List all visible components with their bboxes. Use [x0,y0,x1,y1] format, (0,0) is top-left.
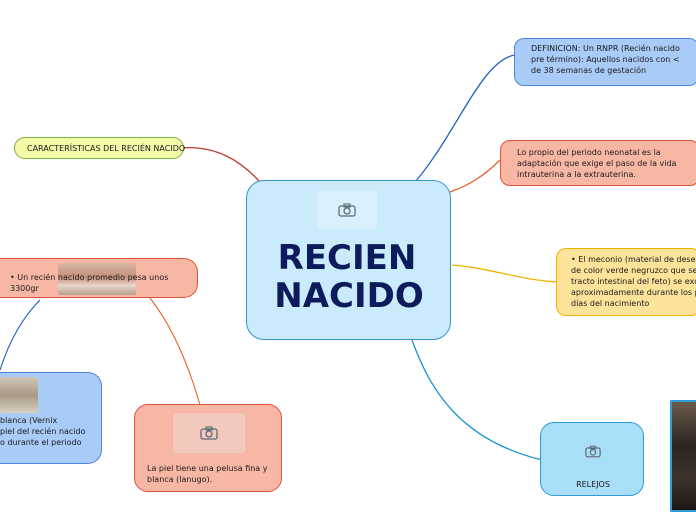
camera-icon [338,203,356,217]
node-caracteristicas-text: CARACTERÍSTICAS DEL RECIÉN NACIDO [27,144,186,153]
meconio-line-2: de color verde negruzco que se fo [571,266,696,275]
connector-meconio [451,264,559,283]
peso-photo [58,263,136,295]
vernix-photo [0,377,38,413]
connector-peso-piel [149,297,201,406]
node-peso-text: • Un recién nacido promedio pesa unos 33… [0,272,198,298]
connector-peso-vernix [0,299,41,371]
connector-definicion [407,54,516,191]
node-definicion-text: DEFINICION: Un RNPR (Recién nacido pre t… [531,44,680,75]
node-definicion[interactable]: DEFINICION: Un RNPR (Recién nacido pre t… [514,38,696,86]
meconio-line-1: • El meconio (material de dese [571,255,696,264]
vernix-line-3: o durante el periodo [0,438,82,447]
peso-line-2: 3300gr [10,284,39,293]
node-periodo-neonatal[interactable]: Lo propio del periodo neonatal es la ada… [500,140,696,186]
central-title-line2: NACIDO [274,276,424,316]
peso-line-1: • Un recién nacido promedio pesa unos [10,273,169,282]
node-periodo-text: Lo propio del periodo neonatal es la ada… [517,148,677,179]
piel-image-placeholder [173,413,245,453]
node-relejos-text: RELEJOS [576,480,610,489]
meconio-line-4: aproximadamente durante los pr [571,288,696,297]
connector-periodo [449,159,501,193]
node-peso[interactable] [0,258,198,298]
connector-caracteristicas [179,146,261,183]
node-piel[interactable]: La piel tiene una pelusa fina y blanca (… [134,404,282,492]
meconio-line-5: días del nacimiento [571,299,650,308]
central-node[interactable]: RECIEN NACIDO [246,180,451,340]
vernix-line-1: blanca (Vernix [0,416,58,425]
node-vernix[interactable]: blanca (Vernix piel del recién nacido o … [0,372,102,464]
camera-icon [200,426,218,440]
vernix-line-2: piel del recién nacido [0,427,86,436]
node-relejos[interactable]: RELEJOS [540,422,644,496]
camera-icon [585,445,601,457]
node-caracteristicas[interactable]: CARACTERÍSTICAS DEL RECIÉN NACIDO [14,137,186,159]
relejos-photo [670,400,696,512]
connector-relejos [411,339,543,461]
central-image-placeholder [317,191,377,229]
node-piel-text: La piel tiene una pelusa fina y blanca (… [147,464,268,484]
node-meconio[interactable]: • El meconio (material de dese de color … [556,248,696,316]
relejos-image-placeholder [573,439,613,463]
central-title-line1: RECIEN [277,238,417,278]
meconio-line-3: tracto intestinal del feto) se excre [571,277,696,286]
